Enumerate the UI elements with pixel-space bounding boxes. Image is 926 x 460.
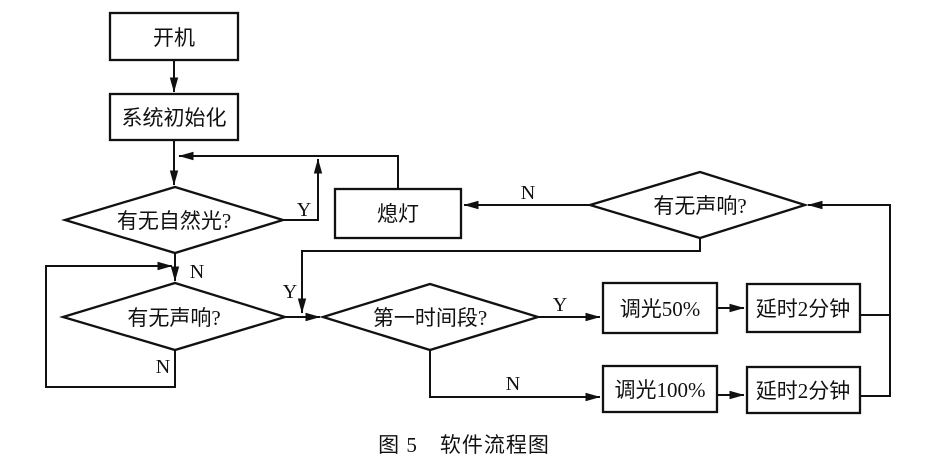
edge-sound-right-yes-to-junction: [297, 238, 701, 314]
delay-top-box: [745, 282, 862, 334]
junction-yes-label: Y: [283, 281, 297, 303]
light-off-box: [333, 187, 463, 240]
node-init: 系统初始化: [108, 92, 240, 142]
delay-bottom-label: 延时2分钟: [756, 379, 851, 403]
node-light-off: 熄灯: [333, 187, 463, 240]
time-period-no-label: N: [506, 373, 520, 395]
natural-light-diamond: [60, 185, 287, 255]
natural-light-no-label: N: [190, 261, 204, 283]
node-dim-100: 调光100%: [601, 364, 719, 414]
light-off-label: 熄灯: [377, 202, 419, 226]
node-power: 开机: [108, 11, 240, 62]
node-sound-check-right: 有无声响?: [585, 170, 809, 240]
dim-100-label: 调光100%: [615, 378, 706, 402]
sound-check-left-diamond: [58, 281, 289, 352]
edge-lightoff-return-to-main: [178, 151, 399, 189]
natural-light-label: 有无自然光?: [117, 209, 231, 233]
init-label: 系统初始化: [122, 106, 227, 130]
edge-natural-light-yes: [283, 158, 323, 221]
dim-50-label: 调光50%: [620, 297, 701, 321]
node-natural-light: 有无自然光?: [60, 185, 287, 255]
branch-labels: Y N N Y N Y N: [156, 182, 567, 395]
node-sound-check-left: 有无声响?: [58, 281, 289, 352]
dim-100-box: [601, 364, 719, 414]
sound-left-no-label: N: [156, 356, 170, 378]
sound-check-left-label: 有无声响?: [127, 306, 220, 330]
delay-bottom-box: [745, 365, 862, 415]
sound-right-no-label: N: [521, 182, 535, 204]
delay-top-label: 延时2分钟: [756, 297, 851, 321]
edge-period-no-to-dim100: [429, 350, 601, 402]
sound-check-right-label: 有无声响?: [653, 194, 746, 218]
dim-50-box: [601, 281, 719, 335]
init-box: [108, 92, 240, 142]
time-period-yes-label: Y: [553, 294, 567, 316]
natural-light-yes-label: Y: [297, 199, 311, 221]
node-delay-top: 延时2分钟: [745, 282, 862, 334]
figure-caption: 图 5 软件流程图: [378, 433, 550, 457]
node-dim-50: 调光50%: [601, 281, 719, 335]
node-delay-bottom: 延时2分钟: [745, 365, 862, 415]
power-label: 开机: [153, 26, 195, 50]
node-time-period: 第一时间段?: [319, 282, 542, 352]
edge-sound-left-no-loop: [45, 261, 176, 388]
edge-delay-bottom-loop-to-sound-right: [807, 200, 891, 397]
flow-nodes: 开机 系统初始化 有无自然光? 熄灯 有无声响? 有无声响? 第一时间段?: [58, 11, 862, 415]
sound-check-right-diamond: [585, 170, 809, 240]
time-period-label: 第一时间段?: [373, 306, 487, 330]
time-period-diamond: [319, 282, 542, 352]
power-box: [108, 11, 240, 62]
flow-edges: [45, 60, 891, 402]
